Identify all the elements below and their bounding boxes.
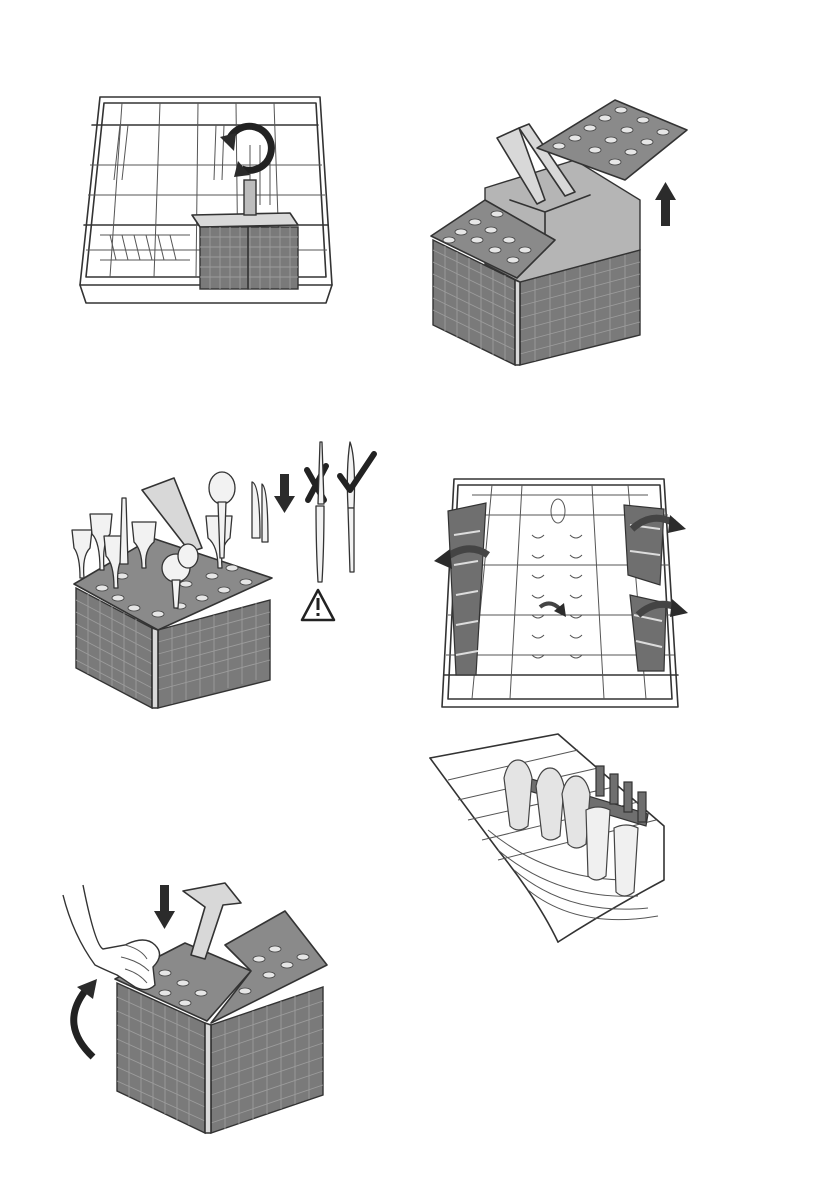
figure-glass-holder <box>428 730 678 945</box>
figure-cutlery-loading <box>62 438 392 713</box>
figure-basket-in-rack <box>70 85 340 315</box>
figure-rack-flaps <box>432 475 692 715</box>
curved-arrow-up-icon <box>74 979 97 1057</box>
rotate-icon <box>220 126 271 177</box>
figure-lid-removal <box>425 100 715 370</box>
check-mark-icon <box>340 454 374 490</box>
figure-lid-closing <box>55 875 340 1140</box>
arrow-down-icon <box>154 885 175 929</box>
warning-triangle-icon <box>302 590 334 620</box>
arrow-up-icon <box>655 182 676 226</box>
arrow-down-icon <box>274 474 295 513</box>
